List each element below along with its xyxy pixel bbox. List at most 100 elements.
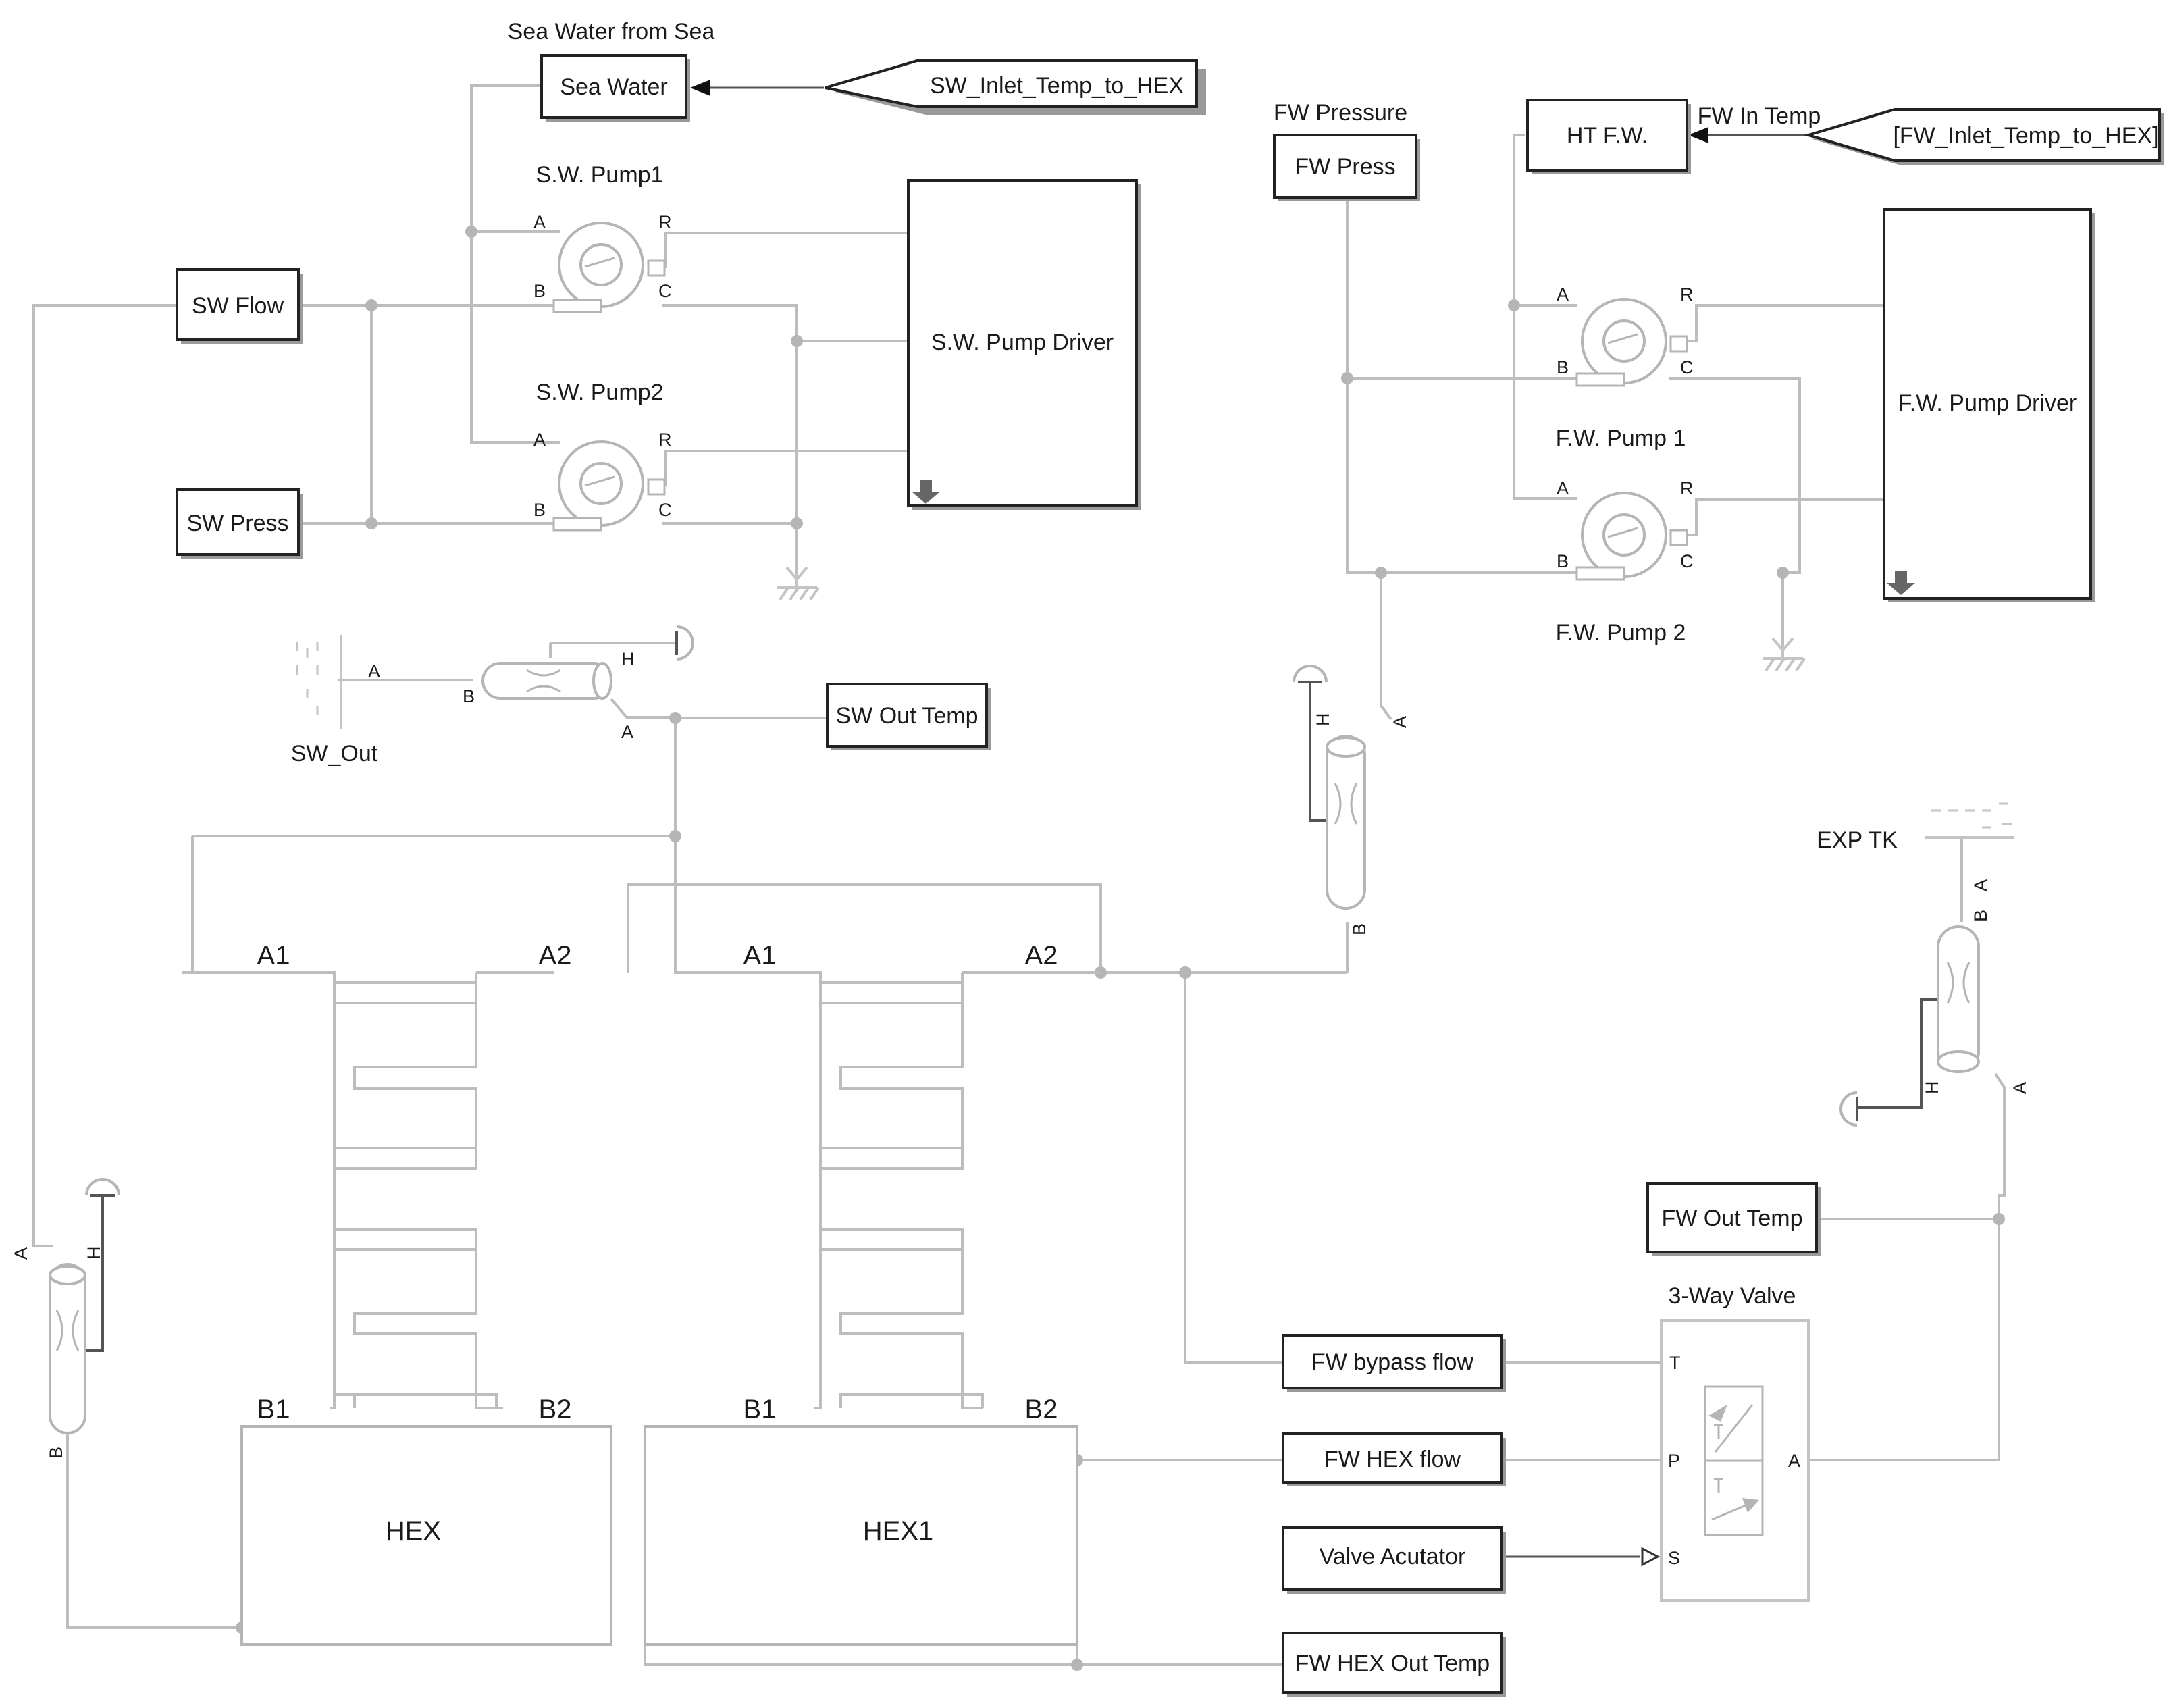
- hex-label: HEX: [386, 1516, 441, 1546]
- sw-out-temp-block[interactable]: SW Out Temp: [826, 683, 991, 750]
- fw-pump-driver-label: F.W. Pump Driver: [1898, 390, 2077, 416]
- port-b: B: [1557, 551, 1569, 571]
- fw-bypass-flow-label: FW bypass flow: [1311, 1349, 1473, 1375]
- fw-press-label: FW Press: [1295, 154, 1395, 180]
- port-a2: A2: [1025, 941, 1058, 971]
- port-r: R: [658, 212, 672, 232]
- sea-water-title: Sea Water from Sea: [508, 19, 715, 45]
- fw-flow-sensor-vertical[interactable]: H A B: [1293, 665, 1410, 935]
- valve-actuator-block[interactable]: Valve Acutator: [1282, 1526, 1506, 1594]
- fw-pump-driver-block[interactable]: F.W. Pump Driver: [1883, 208, 2095, 602]
- fw-hex-flow-block[interactable]: FW HEX flow: [1282, 1432, 1506, 1486]
- down-arrow-icon: [1887, 571, 1915, 595]
- port-a: A: [621, 722, 633, 742]
- port-h: H: [1313, 713, 1333, 727]
- port-a: A: [11, 1247, 31, 1260]
- ground-icon: [1763, 637, 1806, 672]
- fw-inlet-temp-label: [FW_Inlet_Temp_to_HEX]: [1893, 123, 2158, 149]
- port-a1: A1: [743, 941, 777, 971]
- port-h: H: [621, 649, 635, 669]
- port-a: A: [1970, 879, 1991, 891]
- sw-pump2-title: S.W. Pump2: [536, 380, 664, 405]
- sw-press-label: SW Press: [186, 511, 288, 536]
- port-b: B: [1970, 910, 1991, 922]
- sea-water-block[interactable]: Sea Water: [540, 54, 690, 122]
- fw-out-temp-label: FW Out Temp: [1661, 1206, 1802, 1231]
- port-a: A: [533, 212, 546, 232]
- sw-out-reservoir[interactable]: A: [296, 635, 380, 729]
- port-a: A: [1390, 716, 1410, 728]
- port-b: B: [533, 500, 546, 520]
- sw-inlet-temp-from-block[interactable]: SW_Inlet_Temp_to_HEX: [825, 59, 1206, 115]
- port-h: H: [1922, 1081, 1942, 1095]
- exp-tk-flow-sensor[interactable]: B H A: [1839, 910, 2030, 1127]
- sw-pump1-title: S.W. Pump1: [536, 162, 664, 188]
- port-a: A: [368, 661, 380, 681]
- ht-fw-label: HT F.W.: [1567, 123, 1648, 149]
- sw-inlet-temp-label: SW_Inlet_Temp_to_HEX: [930, 73, 1184, 99]
- expansion-tank[interactable]: A: [1925, 802, 2014, 891]
- fw-pump1-title: F.W. Pump 1: [1556, 425, 1686, 451]
- port-b1: B1: [743, 1395, 777, 1424]
- exp-tk-label: EXP TK: [1817, 827, 1898, 853]
- fw-pump2-title: F.W. Pump 2: [1556, 620, 1686, 646]
- ht-fw-block[interactable]: HT F.W.: [1526, 99, 1691, 174]
- port-a: A: [2010, 1082, 2030, 1094]
- valve-actuator-label: Valve Acutator: [1320, 1544, 1466, 1570]
- port-b: B: [463, 686, 475, 706]
- port-a2: A2: [539, 941, 572, 971]
- port-t: T: [1669, 1353, 1681, 1373]
- port-a: A: [1557, 284, 1569, 305]
- sea-water-label: Sea Water: [560, 74, 667, 100]
- sw-flow-sensor-vertical[interactable]: A H B: [11, 1178, 120, 1459]
- hex1-block[interactable]: HEX1 A1 A2 B1 B2: [644, 941, 1101, 1646]
- sw-flow-label: SW Flow: [192, 293, 284, 319]
- fw-inlet-temp-from-block[interactable]: [FW_Inlet_Temp_to_HEX]: [1803, 108, 2164, 165]
- port-b: B: [1349, 923, 1369, 935]
- port-b: B: [1557, 357, 1569, 378]
- port-r: R: [1680, 478, 1694, 498]
- port-b: B: [533, 281, 546, 301]
- fw-press-block[interactable]: FW Press: [1273, 134, 1420, 201]
- fw-hex-out-temp-label: FW HEX Out Temp: [1295, 1651, 1490, 1676]
- sw-pump-driver-block[interactable]: S.W. Pump Driver: [907, 179, 1141, 510]
- sw-pump-driver-label: S.W. Pump Driver: [931, 330, 1114, 355]
- sw-press-block[interactable]: SW Press: [176, 488, 303, 559]
- hex-block[interactable]: HEX A1 A2 B1 B2: [182, 941, 612, 1646]
- port-c: C: [1680, 357, 1694, 378]
- three-way-valve-block[interactable]: T P S A: [1660, 1319, 1810, 1602]
- fw-pressure-title: FW Pressure: [1274, 100, 1407, 126]
- port-r: R: [658, 430, 672, 450]
- signal-connections: [690, 80, 1806, 1567]
- port-h: H: [84, 1247, 104, 1260]
- sw-flow-block[interactable]: SW Flow: [176, 268, 303, 344]
- port-c: C: [658, 281, 672, 301]
- three-way-valve-title: 3-Way Valve: [1669, 1283, 1796, 1309]
- fw-hex-out-temp-block[interactable]: FW HEX Out Temp: [1282, 1632, 1506, 1697]
- fw-pump2-block[interactable]: A B R C: [1557, 478, 1694, 581]
- sw-out-flow-sensor[interactable]: H B A: [463, 625, 694, 742]
- port-c: C: [1680, 551, 1694, 571]
- sw-pump2-block[interactable]: A B R C: [533, 430, 672, 532]
- fw-bypass-flow-block[interactable]: FW bypass flow: [1282, 1334, 1506, 1392]
- port-b1: B1: [257, 1395, 290, 1424]
- port-a: A: [533, 430, 546, 450]
- sw-pump1-block[interactable]: A B R C: [533, 212, 672, 313]
- fw-out-temp-block[interactable]: FW Out Temp: [1646, 1182, 1821, 1256]
- fw-pump1-block[interactable]: A B R C: [1557, 284, 1694, 387]
- down-arrow-icon: [912, 480, 940, 504]
- sw-out-temp-label: SW Out Temp: [836, 703, 978, 729]
- fw-in-temp-title: FW In Temp: [1698, 103, 1821, 129]
- port-a: A: [1557, 478, 1569, 498]
- port-b: B: [46, 1447, 66, 1459]
- port-s: S: [1668, 1548, 1680, 1568]
- port-a1: A1: [257, 941, 290, 971]
- port-p: P: [1668, 1451, 1680, 1471]
- port-b2: B2: [1025, 1395, 1058, 1424]
- port-b2: B2: [539, 1395, 572, 1424]
- ground-icon: [777, 566, 820, 601]
- port-a: A: [1788, 1451, 1800, 1471]
- port-r: R: [1680, 284, 1694, 305]
- hex1-label: HEX1: [863, 1516, 934, 1546]
